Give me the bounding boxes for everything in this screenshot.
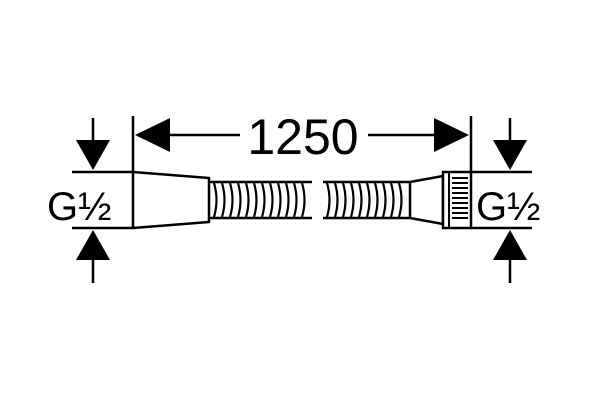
hose-coil-ring bbox=[236, 182, 242, 218]
hose-coils-left bbox=[212, 182, 306, 218]
hose-coil-ring bbox=[284, 182, 290, 218]
hose-coil-ring bbox=[220, 182, 226, 218]
hose-coil-ring bbox=[252, 182, 258, 218]
hose-coil-ring bbox=[244, 182, 250, 218]
sleeve-connector-right bbox=[408, 174, 445, 226]
left-thread-dimension bbox=[72, 118, 133, 283]
hose-coil-ring bbox=[260, 182, 266, 218]
hose-coil-ring bbox=[397, 182, 403, 218]
right-thread-label: G½ bbox=[476, 185, 540, 229]
hose-coil-ring bbox=[381, 182, 387, 218]
hose-coil-ring bbox=[300, 182, 306, 218]
dimension-arrow-left-icon bbox=[135, 118, 170, 152]
left-thread-arrow-down-icon bbox=[76, 140, 110, 170]
cone-connector-left bbox=[131, 170, 211, 230]
right-thread-arrow-up-icon bbox=[493, 230, 527, 260]
hose-section-left bbox=[209, 180, 312, 220]
hose-coil-ring bbox=[228, 182, 234, 218]
length-dimension bbox=[131, 116, 473, 172]
hose-coil-ring bbox=[292, 182, 298, 218]
hose-coil-ring bbox=[341, 182, 347, 218]
hose-coil-ring bbox=[389, 182, 395, 218]
right-thread-arrow-down-icon bbox=[493, 140, 527, 170]
dimension-arrow-right-icon bbox=[434, 118, 469, 152]
right-thread-dimension bbox=[471, 118, 532, 283]
hose-coils-right bbox=[325, 182, 403, 218]
left-thread-arrow-up-icon bbox=[76, 230, 110, 260]
hose-coil-ring bbox=[212, 182, 218, 218]
hose-coil-ring bbox=[325, 182, 331, 218]
hose-coil-ring bbox=[373, 182, 379, 218]
length-dimension-label: 1250 bbox=[247, 109, 358, 165]
hose-coil-ring bbox=[365, 182, 371, 218]
hose-coil-ring bbox=[268, 182, 274, 218]
hose-coil-ring bbox=[357, 182, 363, 218]
hex-nut-right bbox=[441, 170, 473, 230]
hose-section-right bbox=[323, 180, 410, 220]
hose-coil-ring bbox=[276, 182, 282, 218]
hose-coil-ring bbox=[333, 182, 339, 218]
hex-nut-knurling bbox=[452, 177, 468, 219]
hose-coil-ring bbox=[349, 182, 355, 218]
left-thread-label: G½ bbox=[47, 185, 111, 229]
